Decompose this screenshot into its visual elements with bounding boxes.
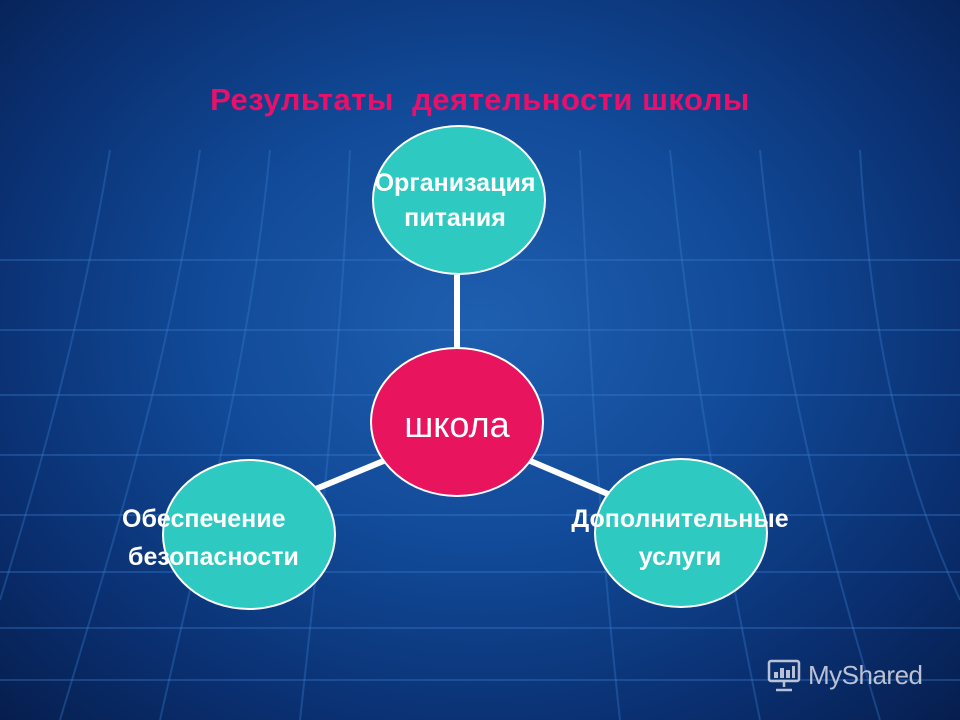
node-safety (162, 459, 336, 610)
presentation-board-icon (767, 659, 801, 692)
node-extra-services (594, 458, 768, 608)
node-nutrition-line-1: Организация (374, 169, 536, 197)
node-school-label: школа (404, 404, 510, 445)
watermark-text: MyShared (808, 659, 923, 690)
node-extra-services-label: Дополнительные услуги (520, 500, 840, 576)
slide-title: Результаты деятельности школы (210, 82, 750, 117)
node-safety-line-1: Обеспечение (122, 505, 286, 533)
node-nutrition-line-2: питания (404, 204, 506, 232)
node-school (370, 347, 544, 497)
node-extra-services-line-2: услуги (638, 543, 722, 571)
node-extra-services-line-1: Дополнительные (571, 505, 789, 533)
node-nutrition (372, 125, 546, 275)
watermark: MyShared (766, 655, 923, 695)
node-nutrition-label: Организация питания (330, 166, 580, 236)
connector-right (526, 457, 610, 497)
connector-left (304, 457, 388, 496)
node-safety-line-2: безопасности (128, 543, 299, 571)
node-safety-label: Обеспечение безопасности (100, 500, 370, 576)
